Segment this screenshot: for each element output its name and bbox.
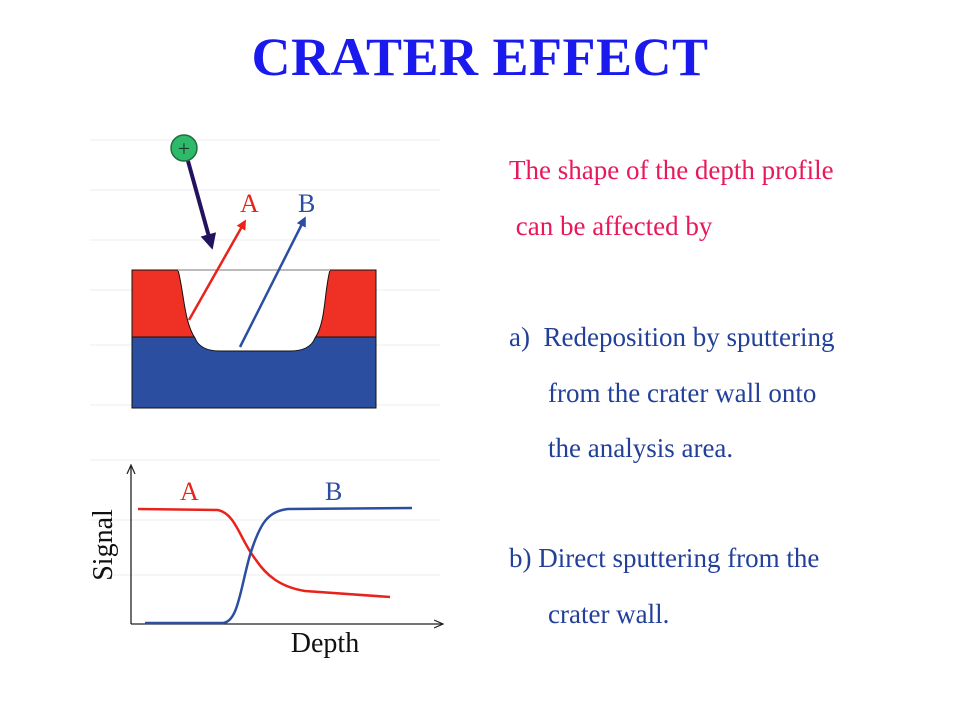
depth-profile-graph: A B Signal Depth xyxy=(88,466,442,659)
x-axis-label: Depth xyxy=(291,628,359,659)
y-axis-label: Signal xyxy=(88,509,119,581)
intro-line-1: The shape of the depth profile xyxy=(509,155,834,185)
label-b: B xyxy=(298,189,315,218)
intro-line-2: can be affected by xyxy=(509,211,713,241)
graph-label-a: A xyxy=(180,477,199,506)
arrow-b xyxy=(238,216,306,348)
item-a-line-2: from the crater wall onto xyxy=(548,378,817,408)
ion-arrow xyxy=(186,160,217,250)
crater xyxy=(177,269,331,352)
arrow-a xyxy=(187,219,246,321)
item-a-line-3: the analysis area. xyxy=(548,433,734,463)
item-a-line-1: a) Redeposition by sputtering xyxy=(509,322,835,352)
graph-label-b: B xyxy=(325,477,342,506)
ion-symbol: + xyxy=(178,136,190,161)
signal-b-curve xyxy=(145,506,413,625)
label-a: A xyxy=(240,189,259,218)
item-b-line-2: crater wall. xyxy=(548,599,670,629)
item-b-line-1: b) Direct sputtering from the xyxy=(509,543,820,573)
page-title: CRATER EFFECT xyxy=(251,27,709,87)
signal-a-curve xyxy=(137,507,391,599)
ion-icon xyxy=(170,134,198,162)
